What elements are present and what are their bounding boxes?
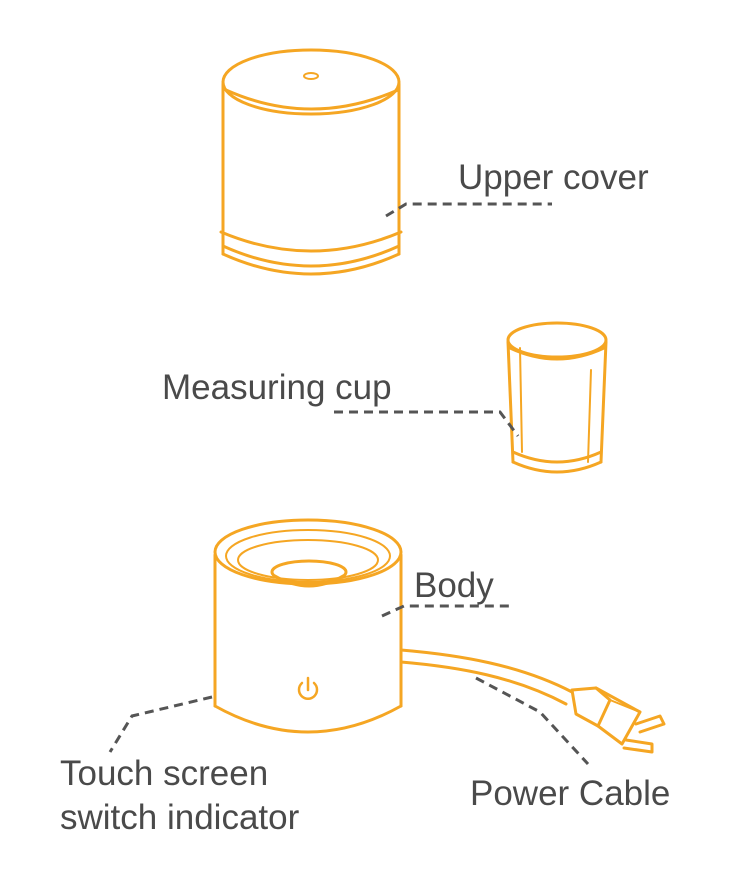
label-power-cable: Power Cable	[470, 774, 671, 813]
leader-touch-screen	[108, 695, 213, 753]
label-touch-screen-switch-indicator: Touch screen switch indicator	[60, 752, 299, 840]
leader-lines	[108, 202, 590, 766]
power-cable-illustration	[399, 648, 666, 754]
power-icon	[297, 676, 319, 700]
plug-icon	[570, 686, 666, 754]
label-upper-cover: Upper cover	[458, 158, 649, 197]
leader-upper-cover	[385, 202, 552, 218]
leader-body	[381, 604, 512, 618]
label-touch-line-2: switch indicator	[60, 798, 300, 837]
leader-measuring-cup	[334, 410, 520, 437]
label-touch-line-1: Touch screen	[60, 754, 269, 793]
upper-cover-illustration	[219, 48, 403, 276]
label-measuring-cup: Measuring cup	[162, 368, 392, 407]
label-body: Body	[414, 566, 494, 605]
measuring-cup-illustration	[506, 321, 608, 474]
body-illustration	[213, 518, 403, 734]
